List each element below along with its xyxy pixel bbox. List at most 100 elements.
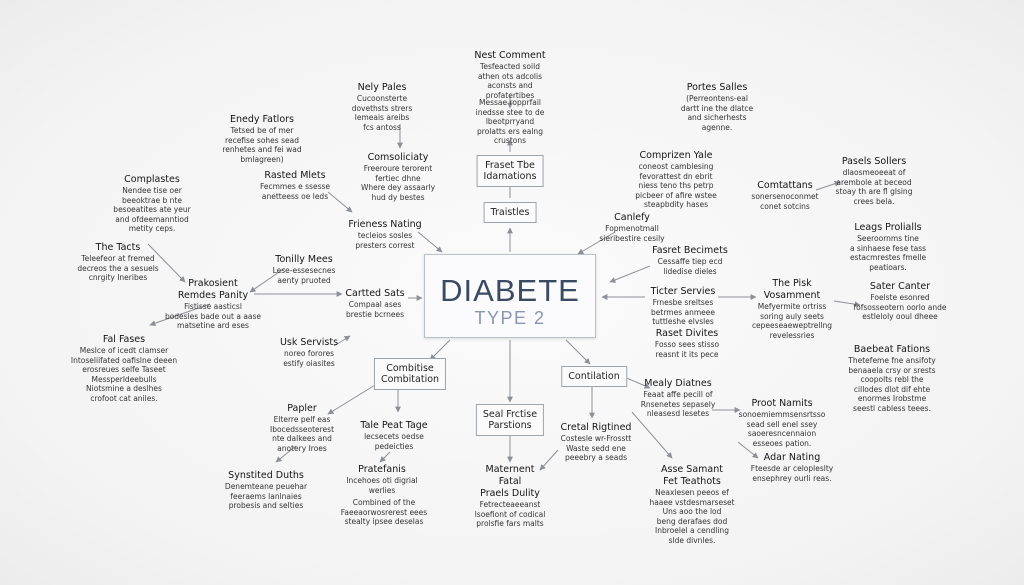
node-body: Cessaffe tiep ecd lidedise dieles (657, 257, 723, 276)
box-label: Fraset Tbe Idamations (483, 160, 537, 182)
node-body: tecleios sosles presters correst (355, 231, 415, 250)
node-body: Foelste esonred fofsosseotern oorlo ande… (853, 293, 947, 321)
edge (815, 180, 841, 191)
node-portes-sales: Portes Salles (Perreontens-eal dartt ine… (681, 82, 753, 132)
node-title: Cretal Rigtined (560, 422, 632, 433)
node-title: Frieness Nating (348, 219, 422, 230)
central-topic-title: DIABETE (440, 273, 580, 308)
node-the-pisk: The Pisk Vosamment Mefyermite ortriss so… (752, 278, 832, 340)
node-asse-samant: Asse Samant Fet Teathots Neaxlesen peeos… (649, 464, 734, 545)
node-body: Fopmenotmall sieribestire cesily (599, 224, 665, 243)
node-title: The Pisk Vosamment (763, 278, 821, 301)
node-title: Complastes (124, 174, 180, 185)
node-title: Sater Canter (869, 281, 931, 292)
node-body: Fosso sees stisso reasnt it its pece (654, 340, 720, 359)
node-matement: Maternent Fatal Praels Dulity Fetrecteae… (475, 464, 546, 529)
node-body: Lese-essesecnes aenty pruoted (272, 266, 336, 285)
edge (429, 339, 451, 361)
node-proot-namits: Proot Namits sonoemiemmsensrtsso sead se… (739, 398, 826, 448)
node-title: Cartted Sats (345, 288, 405, 299)
node-body: noreo forores estify oiasites (283, 349, 335, 368)
node-cretal-rigtined: Cretal Rigtined Costesle wr-Frosstt Wast… (561, 422, 632, 463)
node-body: Freeroure terorent fertiec dhne Where de… (360, 164, 436, 202)
edge (333, 335, 351, 347)
node-ticter-servies: Ticter Servies Frnesbe sreltses betrmes … (651, 286, 716, 327)
node-title: Comtattans (757, 180, 813, 191)
node-sater-canter: Sater Canter Foelste esonred fofsosseote… (853, 281, 946, 322)
node-title: Comsoliciaty (367, 152, 429, 163)
node-title: Raset Divites (655, 328, 719, 339)
node-title: Mealy Diatnes (644, 378, 712, 389)
node-body: Fetrecteaeeanst lsoefiont of codical pro… (474, 500, 546, 528)
node-body: Cucoonsterte dovethsts strers lemeais ar… (351, 94, 413, 132)
node-body: Tetsed be of mer recefise sohes sead ren… (222, 126, 302, 164)
central-topic-subtitle: TYPE 2 (474, 308, 546, 328)
node-body: Incehoes oti digrial werlies (346, 476, 418, 495)
node-title: Canlefy (614, 212, 650, 223)
edge (275, 445, 297, 463)
edge (577, 231, 616, 255)
node-body: Compaal ases brestie bcrnees (346, 300, 404, 319)
node-combined: Combined of the Faeeaorwosrerest eees st… (341, 498, 427, 527)
node-mealy-diatnes: Mealy Diatnes Feaat affe pecill of Rnsen… (641, 378, 716, 419)
node-comsoliciaty: Comsoliciaty Freeroure terorent fertiec … (361, 152, 435, 202)
edge (149, 303, 211, 327)
node-title: Pratefanis (358, 464, 406, 475)
node-papler: Papler Elterre pelf eas Ibocedsseoterest… (270, 403, 334, 453)
edge (327, 381, 381, 415)
node-title: Prakosient Remdes Panity (177, 278, 249, 301)
edge (833, 300, 861, 308)
node-title: Adar Nating (763, 452, 821, 463)
node-title: Fasret Becimets (652, 245, 728, 256)
node-body: lecsecets oedse pedeicties (364, 432, 424, 451)
box-label: Combitise Combitation (380, 363, 440, 385)
node-body: Seeroornms tine a sinhaese fese tass est… (849, 234, 927, 272)
edge (249, 267, 286, 293)
node-title: Comprizen Yale (639, 150, 713, 161)
node-nely-pales: Nely Pales Cucoonsterte dovethsts strers… (352, 82, 413, 132)
node-body: Neaxlesen peeos ef haaee vstdesmarseset … (649, 488, 735, 545)
node-tale-peat-tage: Tale Peat Tage lecsecets oedse pedeictie… (360, 420, 427, 451)
node-title: Pasels Sollers (841, 156, 907, 167)
node-body: sonoemiemmsensrtsso sead sell enel ssey … (738, 410, 826, 448)
node-title: Enedy Fatlors (230, 114, 294, 125)
node-tonilly-mees: Tonilly Mees Lese-essesecnes aenty pruot… (273, 254, 336, 285)
node-pasels-sollers: Pasels Sollers dlaosmeoeeat of arembole … (836, 156, 913, 206)
edge (609, 265, 651, 283)
node-synstited-duths: Synstited Duths Denemteane peuehar feera… (225, 470, 307, 511)
node-complastes: Complastes Nendee tise oer beeoktrae b n… (113, 174, 190, 234)
node-body: Messae ropprfail inedsse stee to de lbeo… (475, 98, 545, 145)
node-body: Meslce of icedt clamser Intoseliifated o… (70, 346, 178, 403)
node-the-tacts: The Tacts Teleefeor at fremed decreos th… (77, 242, 158, 283)
node-body: Combined of the Faeeaorwosrerest eees st… (340, 498, 428, 526)
node-title: Synstited Duths (228, 470, 304, 481)
node-fasret-becimets: Fasret Becimets Cessaffe tiep ecd lidedi… (652, 245, 728, 276)
node-title: Proot Namits (751, 398, 813, 409)
edge (737, 441, 759, 459)
node-messe: Messae ropprfail inedsse stee to de lbeo… (476, 98, 545, 146)
node-body: Nendee tise oer beeoktrae b nte besoeati… (113, 186, 191, 233)
node-body: Teleefeor at fremed decreos the a sesuel… (77, 254, 159, 282)
node-title: Fal Fases (102, 334, 146, 345)
node-body: Tesfeacted soild athen ots adcolis acons… (477, 62, 543, 100)
edge (379, 451, 391, 463)
node-pratefanis: Pratefanis Incehoes oti digrial werlies (346, 464, 417, 495)
node-prakosient: Prakosient Remdes Panity Fistisse aastic… (165, 278, 261, 331)
node-title: Maternent Fatal Praels Dulity (480, 464, 540, 499)
node-title: Papler (287, 403, 317, 414)
node-usk-servists: Usk Servists noreo forores estify oiasit… (280, 337, 338, 368)
node-leags-prolialls: Leags Prolialls Seeroornms tine a sinhae… (850, 222, 926, 272)
node-body: Mefyermite ortriss soring auly seets cep… (751, 302, 833, 340)
node-title: Nely Pales (357, 82, 407, 93)
node-canlefy: Canlefy Fopmenotmall sieribestire cesily (599, 212, 664, 243)
node-fal-fases: Fal Fases Meslce of icedt clamser Intose… (71, 334, 177, 403)
box-combitise: Combitise Combitation (373, 358, 447, 390)
node-cartted-sats: Cartted Sats Compaal ases brestie bcrnee… (345, 288, 404, 319)
edge (147, 243, 186, 283)
edge (327, 191, 353, 213)
node-body: sonersenoconmet conet sotcins (751, 192, 819, 211)
edge (539, 449, 559, 471)
central-topic-box: DIABETE TYPE 2 (424, 254, 596, 338)
node-body: Elterre pelf eas Ibocedsseoterest nte da… (269, 415, 335, 453)
